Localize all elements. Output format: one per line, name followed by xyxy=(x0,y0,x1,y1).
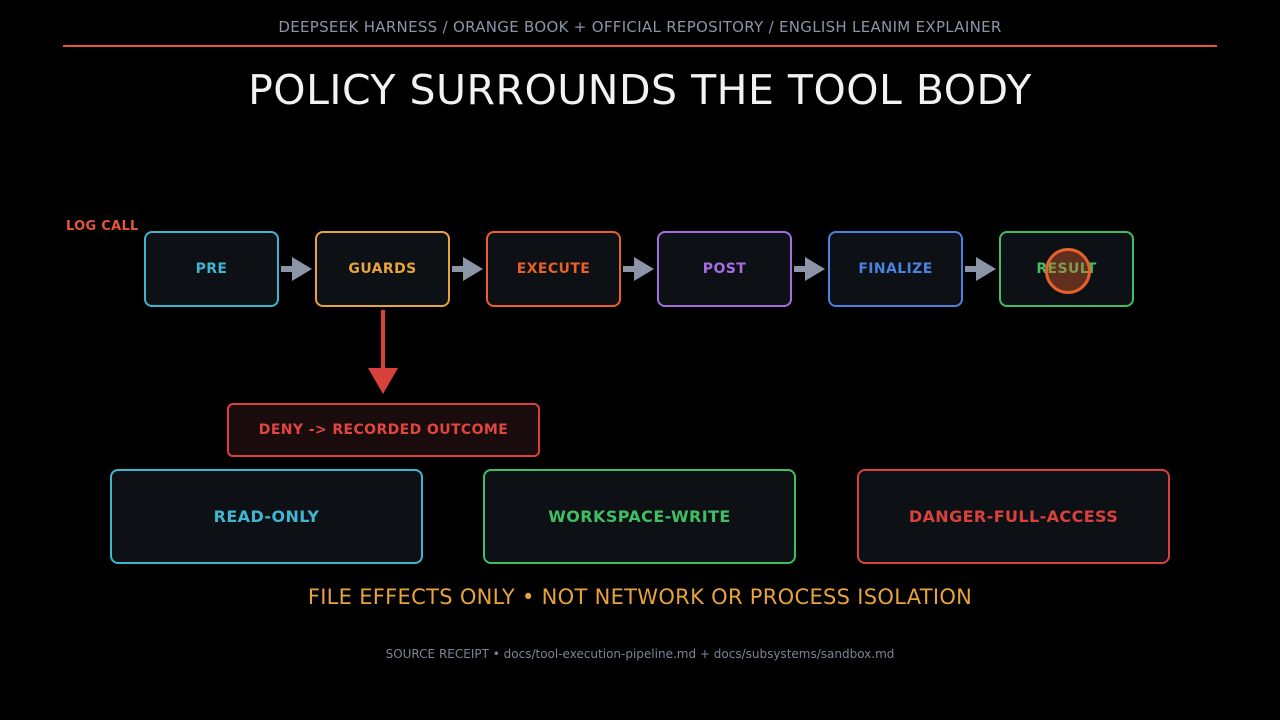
header-breadcrumb: DEEPSEEK HARNESS / ORANGE BOOK + OFFICIA… xyxy=(278,18,1002,36)
pipeline-arrow xyxy=(452,257,483,281)
stage-pre: PRE xyxy=(144,231,279,307)
pipeline-arrow xyxy=(965,257,996,281)
stage-finalize: FINALIZE xyxy=(828,231,963,307)
source-receipt: SOURCE RECEIPT • docs/tool-execution-pip… xyxy=(385,647,895,661)
pipeline-arrow xyxy=(623,257,654,281)
page-title: POLICY SURROUNDS THE TOOL BODY xyxy=(248,66,1032,114)
deny-outcome-box: DENY -> RECORDED OUTCOME xyxy=(227,403,540,457)
mode-workspace-write: WORKSPACE-WRITE xyxy=(483,469,796,564)
stage-guards: GUARDS xyxy=(315,231,450,307)
pipeline-arrow xyxy=(281,257,312,281)
log-call-label: LOG CALL xyxy=(66,219,139,234)
pipeline-arrow xyxy=(794,257,825,281)
deny-arrow xyxy=(368,310,398,394)
scope-note: FILE EFFECTS ONLY • NOT NETWORK OR PROCE… xyxy=(307,585,973,609)
stage-result: RESULT xyxy=(999,231,1134,307)
stage-post: POST xyxy=(657,231,792,307)
mode-danger-full-access: DANGER-FULL-ACCESS xyxy=(857,469,1170,564)
stage-execute: EXECUTE xyxy=(486,231,621,307)
mode-read-only: READ-ONLY xyxy=(110,469,423,564)
header-divider xyxy=(63,45,1217,47)
